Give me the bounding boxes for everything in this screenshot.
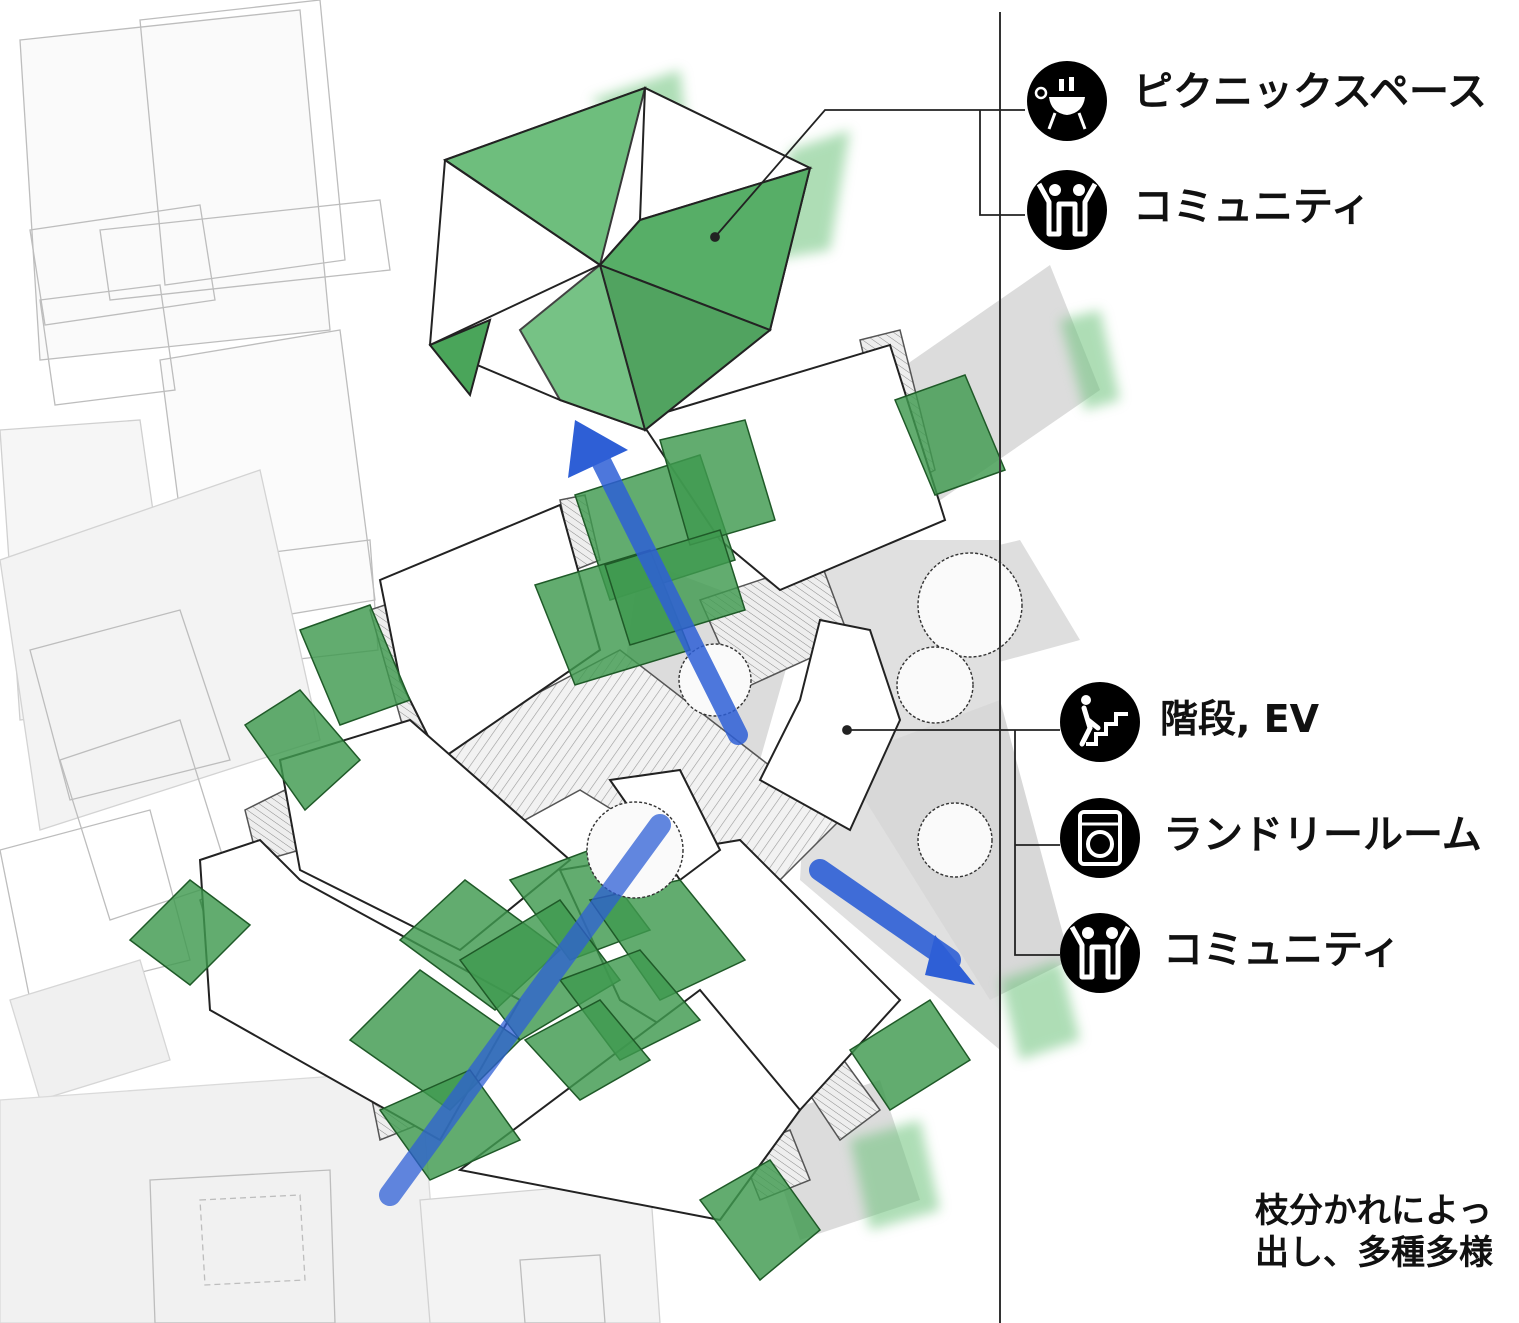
picnic-pavilion	[428, 86, 813, 432]
legend-label-picnic-space: ピクニックスペース	[1133, 69, 1487, 115]
legend-label-community-top: コミュニティ	[1133, 184, 1371, 230]
community-people-icon	[1060, 913, 1140, 993]
arrow-heads	[568, 420, 975, 985]
caption-text: 枝分かれによっ 出し、多種多様	[1255, 1190, 1519, 1274]
caption-line-1: 枝分かれによっ	[1255, 1191, 1492, 1231]
caption-line-2: 出し、多種多様	[1255, 1233, 1493, 1273]
legend-label-laundry-room: ランドリールーム	[1163, 812, 1482, 858]
legend-label-community-bottom: コミュニティ	[1163, 927, 1401, 973]
leader-lines	[710, 109, 1060, 956]
stairs-person-icon	[1060, 682, 1140, 762]
community-people-icon	[1027, 170, 1107, 250]
arrow-southwest	[379, 814, 671, 1206]
legend-label-stairs-ev: 階段, EV	[1160, 697, 1320, 741]
bbq-grill-icon	[1027, 61, 1107, 141]
arrow-north	[588, 445, 748, 745]
arrow-east	[809, 859, 961, 971]
circulation-arrows	[379, 445, 961, 1206]
washing-machine-icon	[1060, 798, 1140, 878]
green-terraces	[128, 374, 1006, 1282]
